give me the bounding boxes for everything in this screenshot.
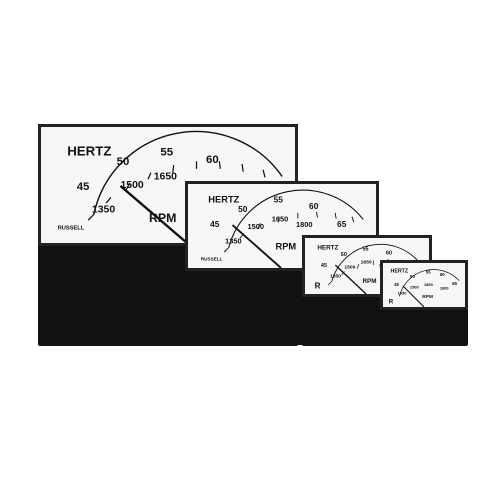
rpm-label: 1350	[330, 274, 341, 280]
meter-dial-graphic: HERTZ 45 50 55 60 1350 1500 1650 RPM RUS…	[58, 130, 283, 243]
rpm-label: 1350	[92, 205, 115, 216]
rpm-label: 1800	[440, 285, 450, 290]
hz-label: 60	[206, 154, 219, 166]
rpm-label: 1650	[272, 214, 289, 223]
brand-logo: RUSSELL	[201, 257, 223, 262]
rpm-label: 1500	[120, 180, 143, 191]
hz-label: 55	[274, 195, 284, 205]
rpm-label: 1500	[247, 222, 264, 231]
hz-label: 45	[394, 282, 399, 287]
hz-label: 45	[210, 219, 220, 229]
rpm-label: 1350	[398, 291, 408, 296]
rpm-label: 1800	[296, 220, 313, 229]
unit-top-label: HERTZ	[208, 195, 239, 205]
hz-label: 50	[238, 204, 248, 214]
meter-dial-graphic: HERTZ 45 50 55 60 65 1350 1500 1650 1800…	[389, 269, 460, 307]
hz-label: 45	[77, 181, 90, 193]
unit-bottom-label: RPM	[149, 211, 176, 225]
hz-label: 55	[362, 247, 368, 253]
hz-label: 60	[309, 201, 319, 211]
meter-dial-graphic: HERTZ 45 50 55 60 1350 1500 1650 1800 RP…	[315, 243, 419, 294]
hz-label: 60	[386, 250, 392, 256]
hz-label: 45	[321, 263, 327, 269]
hz-label: 65	[337, 219, 347, 229]
scale-ticks	[87, 161, 266, 221]
unit-bottom-label: RPM	[275, 241, 296, 251]
meter-needle	[334, 264, 367, 294]
hz-label: 60	[440, 272, 445, 277]
meter-dial-face: HERTZ 45 50 55 60 65 1350 1500 1650 1800…	[185, 181, 379, 271]
unit-bottom-label: RPM	[362, 278, 376, 285]
hz-label: 55	[426, 270, 431, 275]
hz-label: 50	[410, 274, 415, 279]
hz-label: 50	[117, 156, 130, 168]
rpm-label: 1650	[361, 259, 372, 265]
brand-logo: RUSSELL	[58, 226, 85, 232]
unit-top-label: HERTZ	[391, 269, 409, 275]
brand-logo: R	[389, 298, 394, 305]
hz-label: 50	[341, 252, 347, 258]
rpm-label: 1350	[225, 237, 242, 246]
hz-label: 55	[160, 147, 173, 159]
unit-bottom-label: RPM	[422, 294, 433, 300]
unit-top-label: HERTZ	[67, 144, 111, 159]
meter-dial-graphic: HERTZ 45 50 55 60 65 1350 1500 1650 1800…	[201, 189, 364, 268]
rpm-label: 1500	[410, 285, 420, 290]
rpm-label: 1500	[344, 265, 355, 271]
panel-meter-tiny: HERTZ 45 50 55 60 65 1350 1500 1650 1800…	[380, 260, 468, 346]
meter-needle	[119, 185, 188, 243]
unit-top-label: HERTZ	[317, 245, 338, 252]
meter-dial-face: HERTZ 45 50 55 60 65 1350 1500 1650 1800…	[380, 260, 468, 310]
rpm-label: 1650	[424, 282, 434, 287]
hz-label: 65	[452, 281, 457, 286]
rpm-label: 1650	[154, 171, 177, 182]
meter-needle	[231, 224, 282, 268]
meter-needle	[402, 285, 425, 307]
brand-logo: R	[315, 282, 321, 291]
